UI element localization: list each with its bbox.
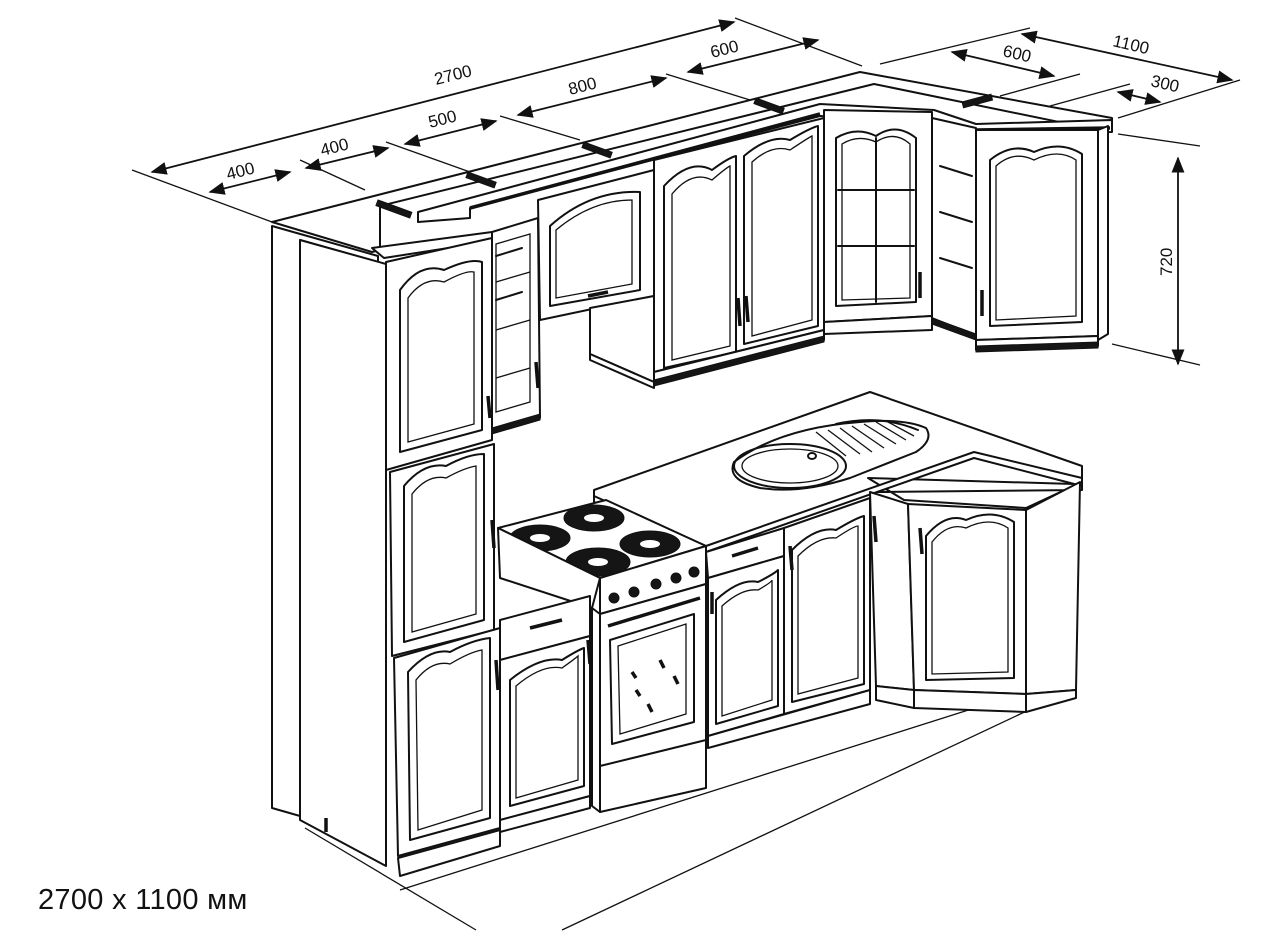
upper-right-cabinet (975, 125, 1109, 353)
floor-lines (304, 699, 1051, 931)
top-cornice (271, 71, 1113, 253)
dim-arrow-1100 (1020, 30, 1234, 84)
upper-open-shelf (931, 117, 977, 341)
lower-sink-cabinet (705, 497, 871, 749)
dim-arrow-500 (403, 118, 498, 147)
burner-icon (509, 504, 681, 577)
dim-label-300: 300 (1149, 71, 1181, 96)
stove (497, 499, 707, 813)
handle-icon (486, 395, 492, 419)
tall-cabinet (271, 225, 501, 877)
upper-lift-cabinet (537, 169, 655, 389)
size-caption: 2700 x 1100 мм (38, 884, 248, 916)
dim-arrow-2700 (150, 19, 736, 175)
handle-icon (490, 519, 496, 549)
dim-arrow-400b (304, 145, 390, 171)
dim-label-400b: 400 (318, 135, 350, 160)
dim-label-2700: 2700 (432, 61, 473, 89)
upper-glass-cabinet-left (491, 217, 541, 435)
dim-label-720: 720 (1157, 248, 1176, 276)
lower-left-cabinet (497, 527, 601, 833)
dimension-lines (131, 17, 1241, 366)
dim-label-800: 800 (566, 74, 598, 99)
dim-arrow-800 (516, 75, 668, 118)
dim-arrow-400a (208, 169, 292, 195)
sink (731, 419, 930, 491)
upper-corner-glass-cabinet (823, 109, 933, 335)
dim-arrow-600-top (686, 37, 820, 75)
lower-corner-cabinet (869, 481, 1081, 713)
dim-label-600-top: 600 (708, 37, 740, 62)
dim-label-500: 500 (426, 107, 458, 132)
upper-double-cabinet (653, 117, 825, 387)
handle-icon (494, 659, 500, 691)
dim-arrow-300 (1116, 89, 1162, 105)
dim-label-600-side: 600 (1001, 41, 1033, 66)
knob-icon (608, 566, 700, 604)
dim-arrow-600-side (950, 49, 1056, 79)
dim-label-400a: 400 (224, 159, 256, 184)
